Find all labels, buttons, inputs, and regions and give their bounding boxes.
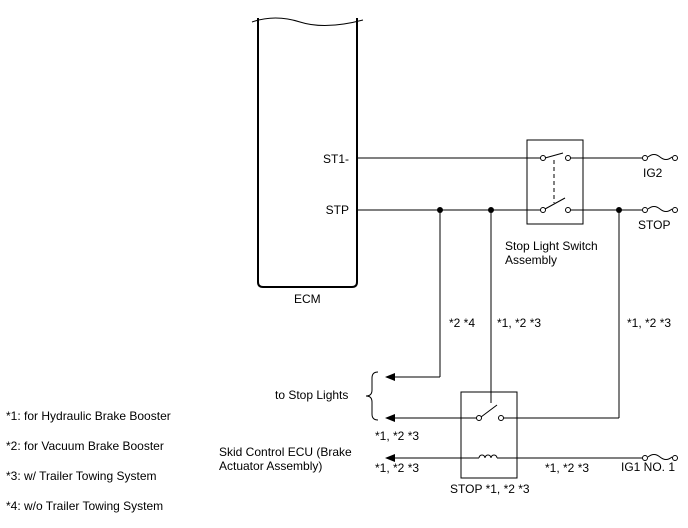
stop-label: STOP — [638, 218, 670, 232]
stop-light-switch — [526, 139, 584, 225]
branch-wire-right — [503, 210, 620, 419]
stop-relay — [385, 391, 642, 479]
switch-label-line1: Stop Light Switch — [505, 239, 598, 253]
legend-item: *3: w/ Trailer Towing System — [6, 469, 157, 483]
ecm-pin-stp: STP — [326, 203, 349, 217]
skid-ecu-label-line1: Skid Control ECU (Brake — [219, 445, 352, 459]
brace-icon — [365, 371, 379, 421]
wire-note: *1, *2 *3 — [545, 461, 589, 475]
stop-terminal-icon — [642, 206, 678, 213]
ig2-terminal-icon — [642, 154, 678, 161]
ig1-terminal-icon — [642, 454, 678, 461]
switch-label-line2: Assembly — [505, 253, 557, 267]
legend-item: *1: for Hydraulic Brake Booster — [6, 409, 171, 423]
ecm-block — [251, 17, 364, 288]
ig1-label: IG1 NO. 1 — [621, 460, 675, 474]
wire-note: *1, *2 *3 — [627, 316, 671, 330]
ecm-pin-st1: ST1- — [323, 152, 349, 166]
ig2-label: IG2 — [643, 166, 663, 180]
wire-note: *2 *4 — [449, 316, 475, 330]
stop-lights-label: to Stop Lights — [275, 388, 348, 402]
legend-item: *2: for Vacuum Brake Booster — [6, 439, 164, 453]
relay-label: STOP *1, *2 *3 — [450, 482, 530, 496]
wire-note: *1, *2 *3 — [375, 429, 419, 443]
branch-wire-stoplights — [385, 210, 441, 381]
wire-note: *1, *2 *3 — [497, 316, 541, 330]
ecm-label: ECM — [294, 292, 321, 306]
skid-ecu-label-line2: Actuator Assembly) — [219, 459, 322, 473]
wire-note: *1, *2 *3 — [375, 461, 419, 475]
legend-item: *4: w/o Trailer Towing System — [6, 499, 163, 513]
